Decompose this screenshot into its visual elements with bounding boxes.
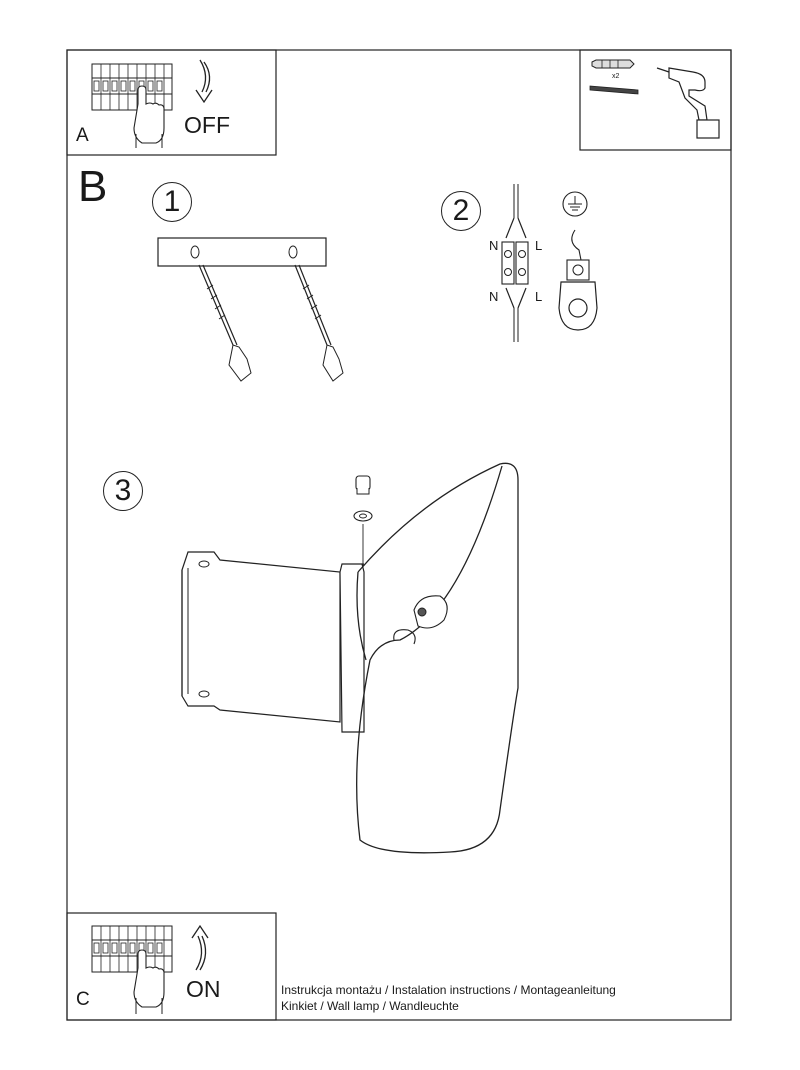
terminal-l-top: L [535,238,543,253]
panel-c-action: ON [186,976,221,1002]
terminal-n-bottom: N [489,289,499,304]
ground-terminal-icon [558,191,598,331]
step-3-wall-lamp-assembly [181,462,519,854]
breaker-panel-off-icon [91,63,173,148]
panel-a-action: OFF [184,112,230,138]
wall-plug-icon [591,59,635,69]
drill-icon [656,67,720,139]
screw-icon [589,85,639,95]
step-1-mounting-bracket-illustration [157,237,344,382]
breaker-panel-on-icon [91,925,173,1014]
terminal-l-bottom: L [535,289,543,304]
step-2-number: 2 [441,191,481,231]
panel-c-label: C [76,989,90,1010]
terminal-block-wiring-icon [501,184,529,342]
panel-b-label: B [78,162,108,211]
footer-product-name: Kinkiet / Wall lamp / Wandleuchte [281,999,459,1013]
arrow-down-icon [195,59,213,104]
step-1-number: 1 [152,182,192,222]
terminal-n-top: N [489,238,499,253]
fixing-screw [353,475,373,568]
footer-instructions-title: Instrukcja montażu / Instalation instruc… [281,983,616,997]
tools-quantity: x2 [612,73,620,80]
arrow-up-icon [191,924,209,971]
step-3-number: 3 [103,471,143,511]
panel-a-label: A [76,125,89,146]
